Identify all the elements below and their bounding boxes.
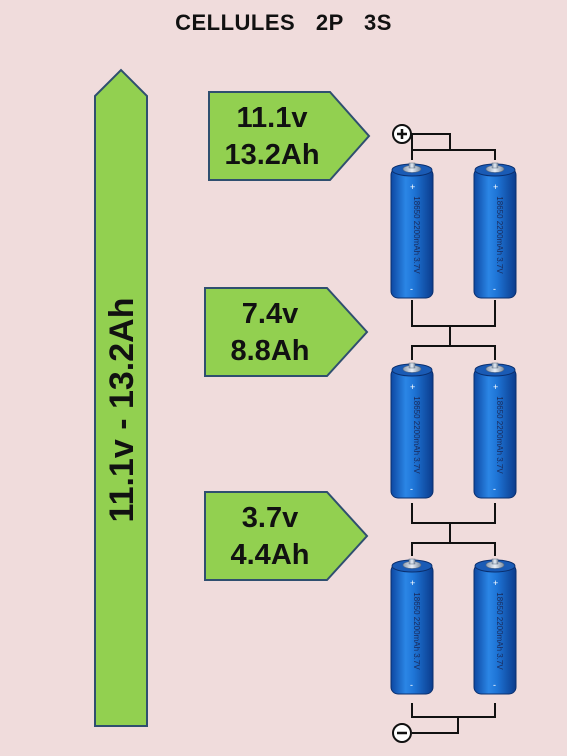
cell-plus-mark: + bbox=[493, 382, 498, 392]
cell-minus-mark: - bbox=[410, 680, 413, 690]
level-arrow-1: 11.1v 13.2Ah bbox=[208, 91, 371, 181]
battery-cell: + - 18650 2200mAh 3.7V bbox=[390, 162, 434, 299]
cell-label: 18650 2200mAh 3.7V bbox=[495, 592, 504, 670]
level-capacity: 13.2Ah bbox=[224, 139, 319, 171]
level-voltage: 3.7v bbox=[242, 502, 298, 534]
negative-terminal: − bbox=[392, 723, 412, 743]
cell-label: 18650 2200mAh 3.7V bbox=[495, 196, 504, 274]
cell-label: 18650 2200mAh 3.7V bbox=[412, 196, 421, 274]
cell-label: 18650 2200mAh 3.7V bbox=[495, 396, 504, 474]
level-voltage: 7.4v bbox=[242, 298, 298, 330]
battery-cell: + - 18650 2200mAh 3.7V bbox=[473, 162, 517, 299]
cell-label: 18650 2200mAh 3.7V bbox=[412, 396, 421, 474]
cell-minus-mark: - bbox=[410, 284, 413, 294]
cell-plus-mark: + bbox=[493, 182, 498, 192]
cell-minus-mark: - bbox=[493, 284, 496, 294]
total-arrow: 11.1v - 13.2Ah bbox=[94, 68, 148, 727]
cell-plus-mark: + bbox=[410, 382, 415, 392]
page-title: CELLULES 2P 3S bbox=[175, 10, 392, 35]
cell-plus-mark: + bbox=[410, 578, 415, 588]
cell-plus-mark: + bbox=[410, 182, 415, 192]
level-capacity: 4.4Ah bbox=[231, 539, 310, 571]
cell-plus-mark: + bbox=[493, 578, 498, 588]
cells-group: + - 18650 2200mAh 3.7V + - 18650 2200mAh 3.7V… bbox=[390, 162, 517, 695]
wiring bbox=[411, 133, 496, 734]
cell-minus-mark: - bbox=[410, 484, 413, 494]
level-voltage: 11.1v bbox=[237, 102, 308, 134]
level-arrow-3: 3.7v 4.4Ah bbox=[204, 491, 369, 581]
positive-terminal: + bbox=[392, 124, 412, 144]
total-label: 11.1v - 13.2Ah bbox=[103, 298, 141, 523]
battery-cell: + - 18650 2200mAh 3.7V bbox=[390, 362, 434, 499]
cell-label: 18650 2200mAh 3.7V bbox=[412, 592, 421, 670]
battery-cell: + - 18650 2200mAh 3.7V bbox=[473, 558, 517, 695]
level-arrow-2: 7.4v 8.8Ah bbox=[204, 287, 369, 377]
cell-minus-mark: - bbox=[493, 484, 496, 494]
level-capacity: 8.8Ah bbox=[231, 335, 310, 367]
battery-cell: + - 18650 2200mAh 3.7V bbox=[473, 362, 517, 499]
battery-cell: + - 18650 2200mAh 3.7V bbox=[390, 558, 434, 695]
cell-minus-mark: - bbox=[493, 680, 496, 690]
